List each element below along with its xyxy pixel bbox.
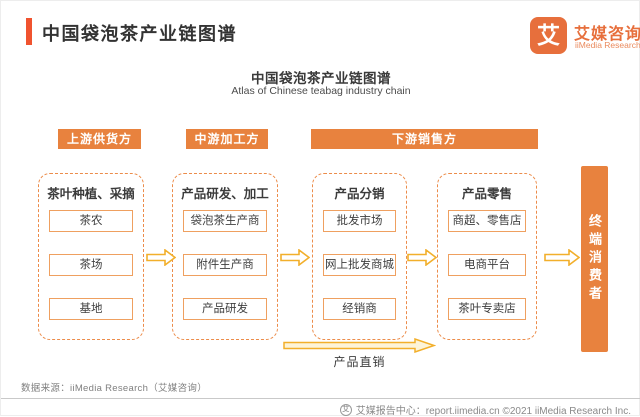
chart-subtitle: Atlas of Chinese teabag industry chain [231, 85, 411, 97]
arrow-right-icon [407, 249, 437, 266]
node-box: 基地 [49, 298, 133, 320]
node-box: 袋泡茶生产商 [183, 210, 267, 232]
column-header: 产品分销 [334, 187, 385, 201]
column-header: 产品研发、加工 [181, 187, 269, 201]
end-consumer-label: 终端消费者 [587, 214, 602, 304]
stage-tag-downstream: 下游销售方 [311, 129, 538, 149]
footer-text: 艾媒报告中心：report.iimedia.cn ©2021 iiMedia R… [355, 406, 631, 417]
column-tea-planting: 茶叶种植、采摘 茶农 茶场 基地 [38, 173, 144, 340]
iimedia-logo-icon: 艾 [530, 17, 567, 54]
arrow-right-icon [146, 249, 176, 266]
node-box: 商超、零售店 [448, 210, 526, 232]
node-box: 电商平台 [448, 254, 526, 276]
node-box: 网上批发商城 [323, 254, 396, 276]
data-source-note: 数据来源：iiMedia Research（艾媒咨询） [21, 383, 207, 394]
chart-title: 中国袋泡茶产业链图谱 [251, 71, 391, 86]
stage-tag-midstream: 中游加工方 [186, 129, 268, 149]
column-rd-processing: 产品研发、加工 袋泡茶生产商 附件生产商 产品研发 [172, 173, 278, 340]
logo-name-en: iiMedia Research [575, 40, 640, 50]
arrow-right-icon [280, 249, 310, 266]
node-box: 茶叶专卖店 [448, 298, 526, 320]
logo-name-cn: 艾媒咨询 [574, 26, 640, 43]
page-title: 中国袋泡茶产业链图谱 [42, 24, 237, 44]
node-box: 批发市场 [323, 210, 396, 232]
footer-divider [1, 398, 640, 399]
node-box: 茶农 [49, 210, 133, 232]
node-box: 茶场 [49, 254, 133, 276]
column-header: 茶叶种植、采摘 [47, 187, 135, 201]
node-box: 附件生产商 [183, 254, 267, 276]
direct-sales-label: 产品直销 [333, 355, 386, 369]
arrow-right-icon [544, 249, 580, 266]
column-header: 产品零售 [461, 187, 512, 201]
column-distribution: 产品分销 批发市场 网上批发商城 经销商 [312, 173, 407, 340]
node-box: 经销商 [323, 298, 396, 320]
title-accent-bar [26, 18, 32, 45]
footer: 艾 艾媒报告中心：report.iimedia.cn ©2021 iiMedia… [339, 402, 631, 417]
node-box: 产品研发 [183, 298, 267, 320]
end-consumer-bar: 终端消费者 [581, 166, 608, 352]
stage-tag-upstream: 上游供货方 [58, 129, 141, 149]
direct-sales-arrow-icon [283, 337, 437, 358]
column-retail: 产品零售 商超、零售店 电商平台 茶叶专卖店 [437, 173, 537, 340]
iimedia-footer-icon: 艾 [339, 403, 352, 416]
